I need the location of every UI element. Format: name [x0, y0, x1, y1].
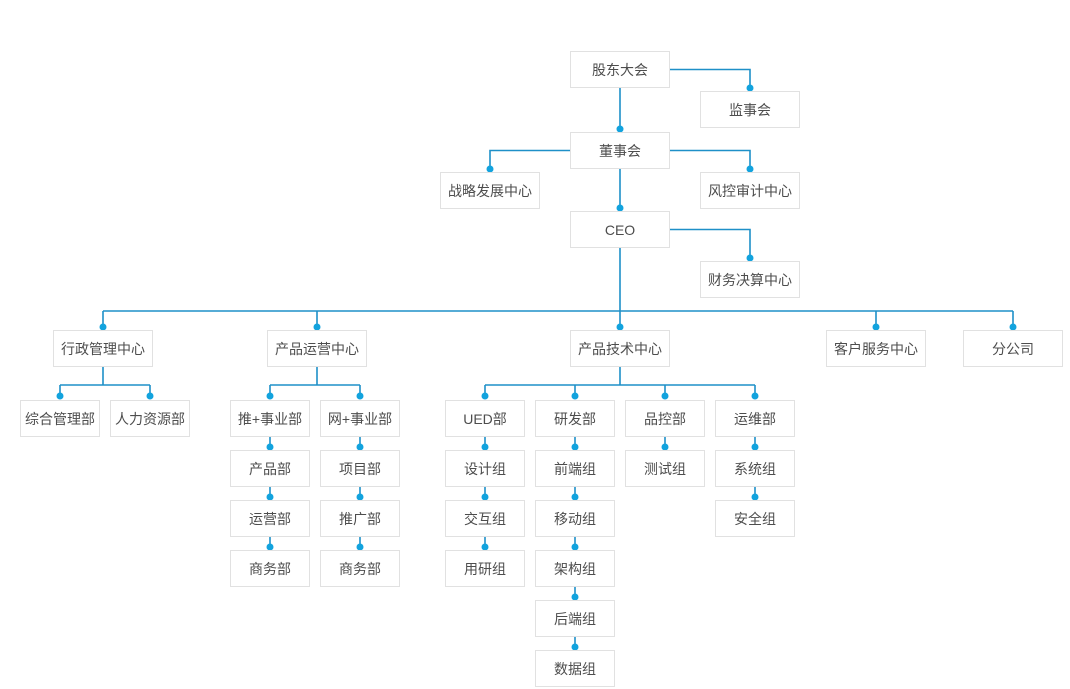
org-node-qc-dept: 品控部: [625, 400, 705, 437]
org-node-risk: 风控审计中心: [700, 172, 800, 209]
org-node-shareholders: 股东大会: [570, 51, 670, 88]
org-node-system-group: 系统组: [715, 450, 795, 487]
org-node-product-ops: 产品运营中心: [267, 330, 367, 367]
org-node-interaction-group: 交互组: [445, 500, 525, 537]
org-node-supervisory: 监事会: [700, 91, 800, 128]
org-node-product-dept: 产品部: [230, 450, 310, 487]
org-node-operations-dept: 运营部: [230, 500, 310, 537]
org-node-security-group: 安全组: [715, 500, 795, 537]
org-node-business-dept-wang: 商务部: [320, 550, 400, 587]
org-node-project-dept: 项目部: [320, 450, 400, 487]
org-node-data-group: 数据组: [535, 650, 615, 687]
org-node-testing-group: 测试组: [625, 450, 705, 487]
org-node-admin: 行政管理中心: [53, 330, 153, 367]
org-node-strategy: 战略发展中心: [440, 172, 540, 209]
org-node-design-group: 设计组: [445, 450, 525, 487]
org-node-tui-division: 推+事业部: [230, 400, 310, 437]
org-node-hr: 人力资源部: [110, 400, 190, 437]
org-node-rd-dept: 研发部: [535, 400, 615, 437]
org-node-general-mgmt: 综合管理部: [20, 400, 100, 437]
org-node-mobile-group: 移动组: [535, 500, 615, 537]
org-node-promotion-dept: 推广部: [320, 500, 400, 537]
org-node-business-dept-tui: 商务部: [230, 550, 310, 587]
org-node-finance: 财务决算中心: [700, 261, 800, 298]
org-node-frontend-group: 前端组: [535, 450, 615, 487]
org-node-architecture-group: 架构组: [535, 550, 615, 587]
org-node-research-group: 用研组: [445, 550, 525, 587]
org-node-branch: 分公司: [963, 330, 1063, 367]
org-node-ceo: CEO: [570, 211, 670, 248]
org-node-product-tech: 产品技术中心: [570, 330, 670, 367]
org-node-backend-group: 后端组: [535, 600, 615, 637]
org-node-ued-dept: UED部: [445, 400, 525, 437]
org-node-board: 董事会: [570, 132, 670, 169]
org-node-customer-service: 客户服务中心: [826, 330, 926, 367]
org-node-ops-dept: 运维部: [715, 400, 795, 437]
org-node-wang-division: 网+事业部: [320, 400, 400, 437]
